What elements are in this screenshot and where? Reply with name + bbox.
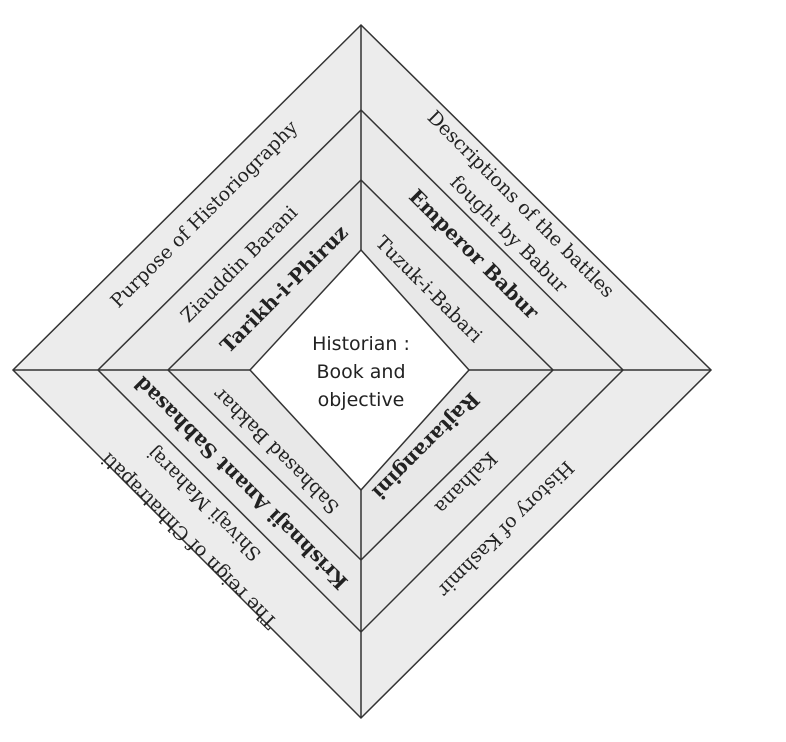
center-line-1: Historian : — [312, 333, 410, 355]
center-line-3: objective — [318, 389, 405, 411]
center-label: Historian : Book and objective — [312, 333, 410, 411]
center-line-2: Book and — [316, 361, 405, 383]
